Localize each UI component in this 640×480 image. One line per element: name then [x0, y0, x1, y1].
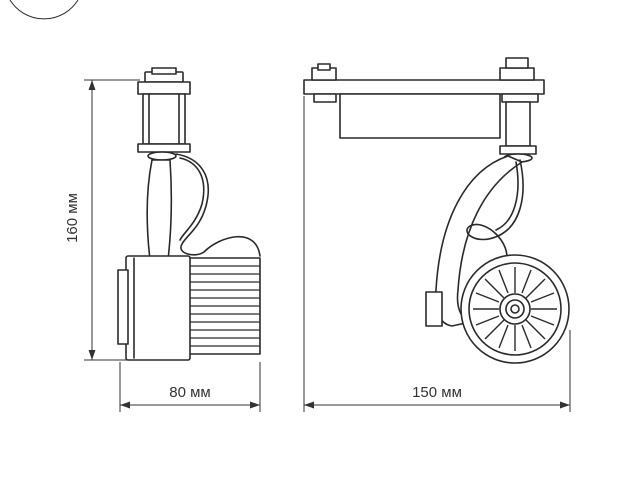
dimension-width-front [119, 362, 261, 412]
front-adapter-body [137, 81, 191, 95]
dimension-width-side-label: 150 мм [412, 384, 462, 401]
front-lamp-head [125, 255, 191, 361]
side-cable [466, 159, 524, 263]
side-track-housing [303, 79, 545, 95]
dimension-height [84, 79, 140, 361]
side-reflector [473, 267, 557, 351]
dimension-width-front-label: 80 мм [169, 384, 210, 401]
front-heatsink-fins [188, 265, 260, 347]
front-view [117, 67, 261, 361]
side-view [303, 57, 570, 364]
dimension-width-side [303, 96, 571, 412]
corner-badge [9, 0, 79, 20]
dimension-height-label: 160 мм [64, 193, 81, 243]
front-cable [175, 153, 261, 257]
side-bracket-arm [434, 155, 523, 327]
side-right-clip [499, 67, 535, 81]
front-bracket-arm [146, 159, 173, 261]
